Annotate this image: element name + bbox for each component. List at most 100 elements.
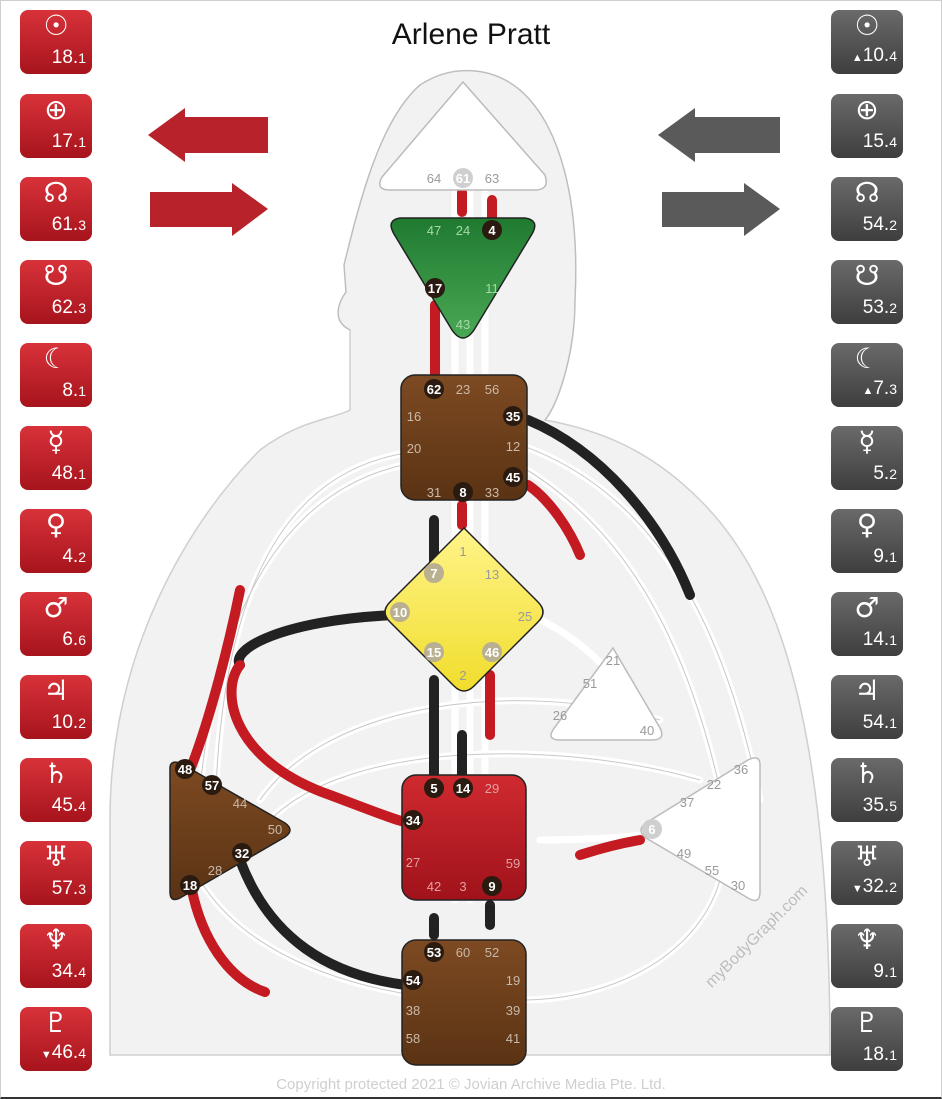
design-earth-cell[interactable]: ⊕17.1 [20, 94, 92, 158]
gate-45[interactable]: 45 [506, 470, 520, 485]
gate-3[interactable]: 3 [459, 879, 466, 894]
gate-2[interactable]: 2 [459, 668, 466, 683]
personality-neptune-cell[interactable]: ♆9.1 [831, 924, 903, 988]
personality-pluto-cell[interactable]: ♇18.1 [831, 1007, 903, 1071]
gate-41[interactable]: 41 [506, 1031, 520, 1046]
gate-19[interactable]: 19 [506, 973, 520, 988]
gate-46[interactable]: 46 [485, 645, 499, 660]
gate-61[interactable]: 61 [456, 171, 470, 186]
gate-18[interactable]: 18 [183, 878, 197, 893]
personality-jupiter-cell[interactable]: ♃54.1 [831, 675, 903, 739]
design-arrows [148, 108, 268, 236]
gate-35[interactable]: 35 [506, 409, 520, 424]
gate-24[interactable]: 24 [456, 223, 470, 238]
gate-20[interactable]: 20 [407, 441, 421, 456]
gate-53[interactable]: 53 [427, 945, 441, 960]
gate-number: 10. [51, 712, 79, 733]
gate-34[interactable]: 34 [406, 813, 421, 828]
gate-59[interactable]: 59 [506, 856, 520, 871]
gate-8[interactable]: 8 [459, 485, 466, 500]
personality-sun-cell[interactable]: ☉▲10.4 [831, 10, 903, 74]
gate-9[interactable]: 9 [488, 879, 495, 894]
gate-37[interactable]: 37 [680, 795, 694, 810]
personality-north-node-cell[interactable]: ☊54.2 [831, 177, 903, 241]
personality-uranus-cell[interactable]: ♅▼32.2 [831, 841, 903, 905]
gate-57[interactable]: 57 [205, 778, 219, 793]
design-north-node-cell[interactable]: ☊61.3 [20, 177, 92, 241]
design-neptune-cell[interactable]: ♆34.4 [20, 924, 92, 988]
gate-42[interactable]: 42 [427, 879, 441, 894]
design-saturn-cell[interactable]: ♄45.4 [20, 758, 92, 822]
personality-mercury-cell[interactable]: ☿5.2 [831, 426, 903, 490]
gate-52[interactable]: 52 [485, 945, 499, 960]
gate-58[interactable]: 58 [406, 1031, 420, 1046]
gate-22[interactable]: 22 [707, 777, 721, 792]
gate-number: 18. [51, 47, 79, 68]
gate-30[interactable]: 30 [731, 878, 745, 893]
gate-63[interactable]: 63 [485, 171, 499, 186]
venus-icon: ♀ [856, 508, 878, 541]
personality-mars-cell[interactable]: ♂14.1 [831, 592, 903, 656]
gate-14[interactable]: 14 [456, 781, 471, 796]
personality-moon-cell[interactable]: ☾▲7.3 [831, 343, 903, 407]
design-activation-value: 62.3 [52, 298, 86, 318]
gate-55[interactable]: 55 [705, 863, 719, 878]
gate-29[interactable]: 29 [485, 781, 499, 796]
gate-6[interactable]: 6 [648, 822, 655, 837]
venus-icon: ♀ [45, 508, 67, 541]
personality-venus-cell[interactable]: ♀9.1 [831, 509, 903, 573]
gate-62[interactable]: 62 [427, 382, 441, 397]
line-number: 4 [78, 1045, 86, 1061]
gate-21[interactable]: 21 [606, 653, 620, 668]
gate-33[interactable]: 33 [485, 485, 499, 500]
gate-4[interactable]: 4 [488, 223, 496, 238]
design-mercury-cell[interactable]: ☿48.1 [20, 426, 92, 490]
gate-12[interactable]: 12 [506, 439, 520, 454]
design-uranus-cell[interactable]: ♅57.3 [20, 841, 92, 905]
gate-1[interactable]: 1 [459, 544, 466, 559]
gate-39[interactable]: 39 [506, 1003, 520, 1018]
design-sun-cell[interactable]: ☉18.1 [20, 10, 92, 74]
gate-64[interactable]: 64 [427, 171, 441, 186]
gate-15[interactable]: 15 [427, 645, 441, 660]
gate-50[interactable]: 50 [268, 822, 282, 837]
gate-60[interactable]: 60 [456, 945, 470, 960]
gate-23[interactable]: 23 [456, 382, 470, 397]
gate-51[interactable]: 51 [583, 676, 597, 691]
gate-40[interactable]: 40 [640, 723, 654, 738]
gate-47[interactable]: 47 [427, 223, 441, 238]
gate-11[interactable]: 11 [485, 281, 499, 296]
gate-10-marker [390, 602, 410, 622]
gate-36[interactable]: 36 [734, 762, 748, 777]
design-jupiter-cell[interactable]: ♃10.2 [20, 675, 92, 739]
design-pluto-cell[interactable]: ♇▼46.4 [20, 1007, 92, 1071]
gate-13[interactable]: 13 [485, 567, 499, 582]
design-moon-cell[interactable]: ☾8.1 [20, 343, 92, 407]
gate-48[interactable]: 48 [178, 762, 192, 777]
gate-7[interactable]: 7 [430, 566, 437, 581]
gate-43[interactable]: 43 [456, 317, 470, 332]
gate-17[interactable]: 17 [428, 281, 442, 296]
gate-32[interactable]: 32 [235, 846, 249, 861]
gate-28[interactable]: 28 [208, 863, 222, 878]
gate-27[interactable]: 27 [406, 855, 420, 870]
gate-16[interactable]: 16 [407, 409, 421, 424]
gate-5[interactable]: 5 [430, 781, 437, 796]
gate-5-marker [424, 778, 444, 798]
gate-49[interactable]: 49 [677, 846, 691, 861]
gate-26[interactable]: 26 [553, 708, 567, 723]
design-mars-cell[interactable]: ♂6.6 [20, 592, 92, 656]
personality-saturn-cell[interactable]: ♄35.5 [831, 758, 903, 822]
gate-31[interactable]: 31 [427, 485, 441, 500]
gate-25[interactable]: 25 [518, 609, 532, 624]
design-south-node-cell[interactable]: ☋62.3 [20, 260, 92, 324]
gate-54[interactable]: 54 [406, 973, 421, 988]
gate-56[interactable]: 56 [485, 382, 499, 397]
personality-south-node-cell[interactable]: ☋53.2 [831, 260, 903, 324]
gate-number: 15. [862, 131, 890, 152]
gate-38[interactable]: 38 [406, 1003, 420, 1018]
personality-earth-cell[interactable]: ⊕15.4 [831, 94, 903, 158]
design-venus-cell[interactable]: ♀4.2 [20, 509, 92, 573]
gate-44[interactable]: 44 [233, 796, 247, 811]
gate-10[interactable]: 10 [393, 605, 407, 620]
